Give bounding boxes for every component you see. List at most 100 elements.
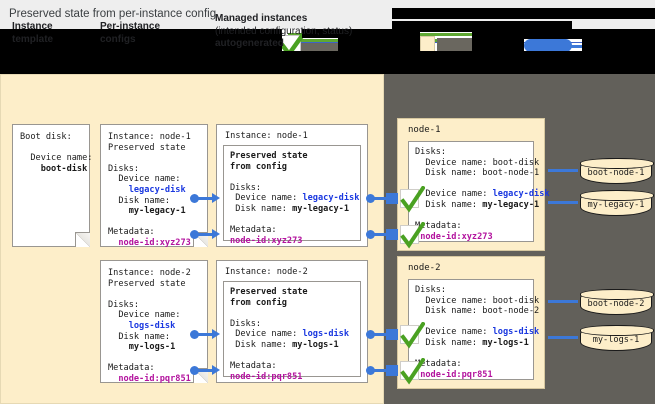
cfg2-instance: Instance: node-2: [108, 268, 191, 278]
connector-arrow-icon: [212, 365, 220, 375]
column-header-instance-template: Instance template: [12, 21, 54, 45]
column-header-managed-instances: Managed instances (intended configuratio…: [215, 13, 353, 49]
node-1-details: Disks: Device name: boot-disk Disk name:…: [408, 141, 550, 242]
n1-metadata-label: Metadata:: [415, 221, 462, 232]
n1-pres-disk-label: Disk name:: [425, 199, 483, 210]
green-check-icon: [400, 186, 425, 213]
connector-stub: [386, 229, 398, 240]
blue-blob-tail: [560, 45, 582, 48]
redaction-bar-legend-right2: [472, 39, 524, 51]
mi2-preserved-2: from config: [230, 297, 287, 308]
n1-boot-disk-label: Disk name:: [425, 168, 483, 179]
n1-pres-disk-value: my-legacy-1: [482, 199, 540, 210]
green-check-icon: [400, 222, 425, 249]
mi2-metadata-value: node-id:pqr851: [230, 371, 303, 382]
legend-blue-rule: [0, 42, 655, 43]
disk-cylinder-my-logs-1: my-logs-1: [579, 324, 654, 351]
redaction-bar-legend-left: [0, 29, 282, 51]
redaction-bar-right-title2: [392, 21, 572, 32]
n2-metadata-label: Metadata:: [415, 359, 462, 370]
mi1-disks-label: Disks:: [230, 182, 262, 193]
n2-pres-disk-label: Disk name:: [425, 337, 483, 348]
managed-instance-card-node-2: Instance: node-2 Preserved state from co…: [216, 260, 368, 383]
node-1-title: node-1: [408, 125, 441, 135]
connector-dot: [366, 366, 375, 375]
n1-boot-device-value: boot-disk: [492, 157, 540, 168]
n2-boot-device-label: Device name:: [425, 295, 493, 306]
connector-stub: [386, 329, 398, 340]
mi1-metadata-label: Metadata:: [230, 225, 277, 236]
node-2-details: Disks: Device name: boot-disk Disk name:…: [408, 279, 539, 380]
connector-line-disk: [548, 300, 578, 304]
connector-line-disk: [548, 169, 578, 173]
legend-green-rule: [288, 33, 655, 36]
cfg2-state: Preserved state: [108, 278, 186, 289]
connector-arrow-icon: [212, 229, 220, 239]
n1-metadata-value: node-id:xyz273: [420, 231, 493, 242]
cfg2-disk-label: Disk name:: [118, 331, 171, 342]
legend-gray-bar-left: [300, 43, 338, 52]
connector-stub: [386, 365, 398, 376]
mi1-instance: Instance: node-1: [225, 131, 308, 141]
mi1-preserved-state-box: Preserved state from config Disks: Devic…: [223, 145, 361, 246]
n1-boot-device-label: Device name:: [425, 157, 493, 168]
connector-dot: [190, 330, 199, 339]
mi1-disk-label: Disk name:: [235, 203, 293, 214]
redaction-bar-right-title1: [392, 8, 655, 19]
mi2-disk-value: my-logs-1: [292, 339, 339, 350]
page-title: Preserved state from per-instance config: [9, 8, 217, 20]
cfg2-disks-label: Disks:: [108, 299, 140, 310]
per-instance-config-card-node-1: Instance: node-1 Preserved state Disks: …: [100, 124, 208, 248]
n2-pres-device-value: logs-disk: [492, 327, 540, 338]
node-group-node-1: node-1 Disks: Device name: boot-disk Dis…: [397, 118, 550, 251]
connector-stub: [386, 193, 398, 204]
n2-pres-device-label: Device name:: [425, 327, 493, 338]
green-check-icon: [400, 322, 425, 349]
redaction-bar-legend-right1: [472, 29, 655, 39]
n2-metadata-value: node-id:pqr851: [420, 369, 493, 380]
connector-arrow-icon: [212, 329, 220, 339]
cfg1-instance: Instance: node-1: [108, 132, 191, 142]
connector-line: [372, 369, 388, 373]
connector-dot: [366, 194, 375, 203]
cfg1-metadata-label: Metadata:: [108, 227, 155, 238]
cfg1-metadata-value: node-id:xyz273: [118, 237, 191, 248]
cfg2-metadata-value: node-id:pqr851: [118, 373, 191, 384]
green-check-icon: [400, 358, 425, 385]
connector-line: [196, 369, 214, 373]
n1-boot-disk-value: boot-node-1: [482, 168, 540, 179]
legend-strip: [0, 29, 655, 74]
n2-boot-device-value: boot-disk: [492, 295, 540, 306]
connector-line: [372, 233, 388, 237]
cfg1-disk-label: Disk name:: [118, 195, 171, 206]
tpl-device-label: Device name:: [30, 153, 93, 164]
cfg1-device-label: Device name:: [118, 174, 181, 185]
mi1-preserved-1: Preserved state: [230, 151, 308, 161]
connector-line-disk: [548, 201, 578, 205]
blue-blob-icon: [524, 39, 572, 52]
connector-line: [196, 233, 214, 237]
redaction-bar-legend-bottom: [0, 51, 655, 74]
disk-cylinder-boot-node-2: boot-node-2: [579, 288, 654, 315]
mi2-preserved-state-box: Preserved state from config Disks: Devic…: [223, 281, 361, 382]
redaction-bar-legend-mid2: [338, 38, 420, 51]
connector-line: [196, 197, 214, 201]
mi1-disk-value: my-legacy-1: [292, 203, 350, 214]
connector-line: [372, 333, 388, 337]
mi1-metadata-value: node-id:xyz273: [230, 235, 303, 246]
mi2-preserved-1: Preserved state: [230, 287, 308, 297]
connector-line: [372, 197, 388, 201]
connector-dot: [190, 366, 199, 375]
n2-pres-disk-value: my-logs-1: [482, 337, 529, 348]
managed-instance-card-node-1: Instance: node-1 Preserved state from co…: [216, 124, 368, 247]
mi1-preserved-2: from config: [230, 161, 287, 172]
cfg2-metadata-label: Metadata:: [108, 363, 155, 374]
cfg1-state: Preserved state: [108, 142, 186, 153]
n2-boot-disk-label: Disk name:: [425, 306, 483, 317]
instance-template-card: Boot disk: Device name: boot-disk: [12, 124, 93, 247]
connector-line: [196, 333, 214, 337]
mi2-device-value: logs-disk: [302, 329, 350, 340]
node-2-title: node-2: [408, 263, 441, 273]
mi2-disk-label: Disk name:: [235, 339, 293, 350]
node-group-node-2: node-2 Disks: Device name: boot-disk Dis…: [397, 256, 545, 389]
